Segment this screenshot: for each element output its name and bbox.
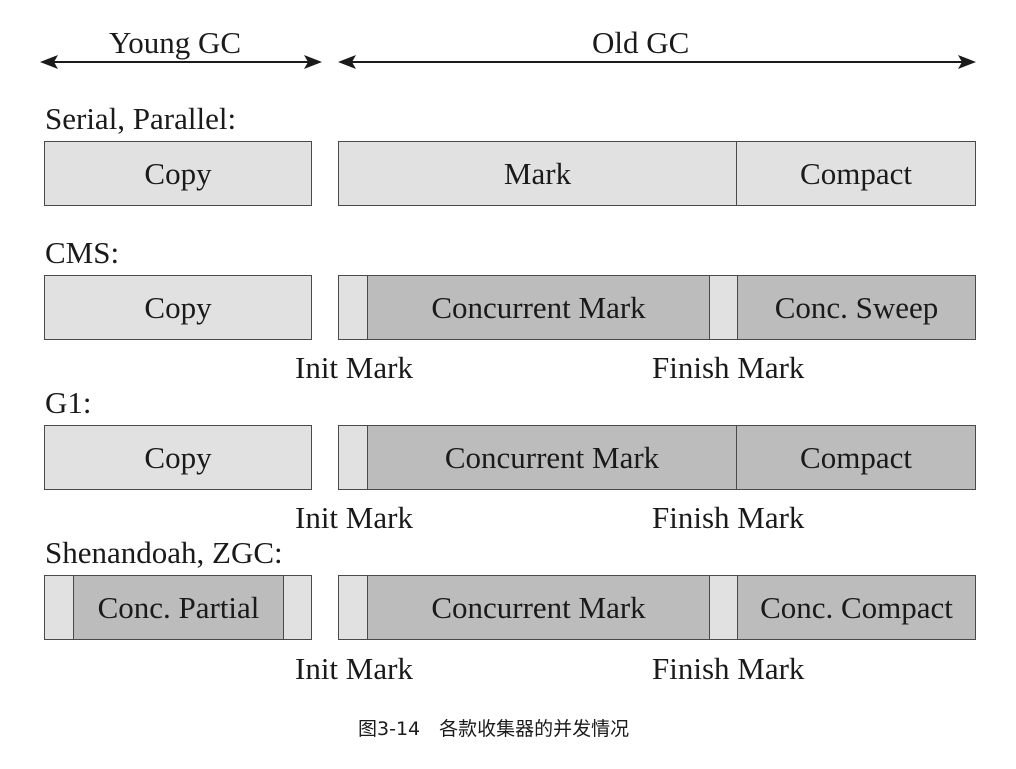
init-mark-label: Init Mark — [295, 350, 413, 385]
init-mark-pause — [339, 426, 367, 489]
concurrent-mark-segment: Concurrent Mark — [367, 426, 736, 489]
init-mark-pause — [339, 276, 367, 339]
conc-compact-segment: Conc. Compact — [737, 576, 975, 639]
mark-segment: Mark — [339, 142, 736, 205]
serial-old-bar: Mark Compact — [338, 141, 976, 206]
init-mark-label: Init Mark — [295, 651, 413, 686]
finish-mark-label: Finish Mark — [652, 350, 805, 385]
cms-young-bar: Copy — [44, 275, 312, 340]
row-label-serial-parallel: Serial, Parallel: — [45, 101, 237, 136]
copy-segment: Copy — [45, 426, 311, 489]
young-gc-arrow — [40, 55, 976, 69]
finish-mark-label: Finish Mark — [652, 651, 805, 686]
init-mark-pause — [339, 576, 367, 639]
finish-mark-label: Finish Mark — [652, 500, 805, 535]
old-gc-label: Old GC — [592, 25, 690, 60]
row-label-g1: G1: — [45, 385, 92, 420]
copy-segment: Copy — [45, 276, 311, 339]
g1-young-bar: Copy — [44, 425, 312, 490]
g1-old-bar: Concurrent Mark Compact — [338, 425, 976, 490]
finish-mark-pause — [709, 276, 737, 339]
conc-partial-segment: Conc. Partial — [73, 576, 283, 639]
row-label-cms: CMS: — [45, 235, 120, 270]
serial-young-bar: Copy — [44, 141, 312, 206]
figure-caption: 图3-14 各款收集器的并发情况 — [358, 718, 630, 740]
shenandoah-young-bar: Conc. Partial — [44, 575, 312, 640]
partial-init-pause — [45, 576, 73, 639]
concurrent-mark-segment: Concurrent Mark — [367, 576, 709, 639]
compact-segment: Compact — [736, 142, 975, 205]
init-mark-label: Init Mark — [295, 500, 413, 535]
shenandoah-old-bar: Concurrent Mark Conc. Compact — [338, 575, 976, 640]
row-label-shenandoah-zgc: Shenandoah, ZGC: — [45, 535, 283, 570]
conc-sweep-segment: Conc. Sweep — [737, 276, 975, 339]
concurrent-mark-segment: Concurrent Mark — [367, 276, 709, 339]
cms-old-bar: Concurrent Mark Conc. Sweep — [338, 275, 976, 340]
compact-segment: Compact — [736, 426, 975, 489]
finish-mark-pause — [709, 576, 737, 639]
young-gc-label: Young GC — [109, 25, 242, 60]
partial-final-pause — [283, 576, 311, 639]
copy-segment: Copy — [45, 142, 311, 205]
